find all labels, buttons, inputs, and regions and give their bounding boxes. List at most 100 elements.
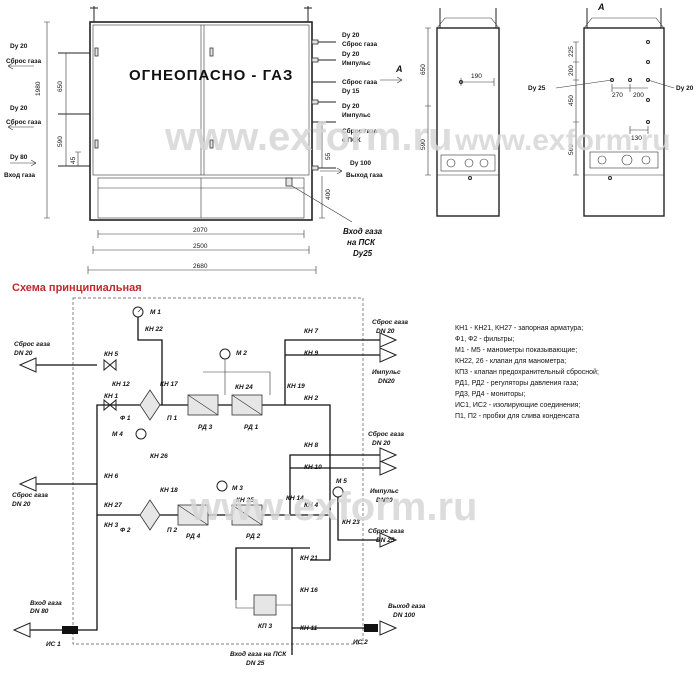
dim-650: 650 (57, 81, 64, 92)
dim-560: 560 (568, 144, 575, 155)
kn23-tag: КН 23 (342, 519, 360, 526)
dim-2680-line (87, 266, 317, 274)
kn18-tag: КН 18 (160, 487, 178, 494)
f2-tag: Ф 2 (120, 527, 131, 534)
is1-tag: ИС 1 (46, 641, 61, 648)
rd1-tag: РД 1 (244, 424, 259, 431)
dim-200v: 200 (568, 65, 575, 76)
outlet-arrow (320, 167, 343, 175)
vent-label: Сброс газа (12, 491, 48, 499)
valve-kn5 (103, 358, 117, 372)
p1-tag: П 1 (167, 415, 177, 422)
kn1-tag: КН 1 (104, 393, 118, 400)
dim-590: 590 (57, 136, 64, 147)
watermark: www.exform.ru (164, 115, 452, 159)
kn16-tag: КН 16 (300, 587, 318, 594)
back-roof (583, 17, 665, 29)
back-left-port-label: Dy 25 (528, 85, 546, 92)
watermark: www.exform.ru (454, 124, 671, 157)
kn4-tag: КН 4 (304, 502, 318, 509)
enclosure-boundary (72, 297, 364, 645)
outlet-dn: DN 100 (393, 612, 415, 619)
inlet-psk-label: Вход газа на ПСК (230, 650, 287, 658)
right-pipe-stubs (312, 41, 336, 169)
kn26-tag: КН 26 (150, 453, 168, 460)
left-label-bottom: Вход газа (4, 172, 35, 179)
inlet-dn: DN 80 (30, 608, 49, 615)
kn7-tag: КН 7 (304, 328, 318, 335)
rd2-tag: РД 2 (246, 533, 261, 540)
cabinet-warning-title: ОГНЕОПАСНО - ГАЗ (129, 67, 293, 84)
right-label-top: Dy 100 (350, 160, 371, 167)
cabinet-outline (89, 21, 313, 221)
imp-kn10-triangle (379, 460, 398, 476)
vent-kn23-label: Сброс газа (368, 527, 404, 535)
left-arrow-out (7, 62, 34, 70)
valve-kn1 (103, 398, 117, 412)
side-roof (436, 17, 500, 29)
kn12-tag: КН 12 (112, 381, 130, 388)
psk-label-line3: Dy25 (353, 249, 373, 258)
rd4-tag: РД 4 (186, 533, 201, 540)
schema-diagram: Вход газа DN 80 ИС 1 Сброс газа DN 20 Сб… (12, 297, 426, 667)
m4-tag: М 4 (112, 431, 123, 438)
port-7 (646, 120, 650, 124)
dim-2500: 2500 (193, 243, 208, 250)
kn9-tag: КН 9 (304, 350, 318, 357)
f1-tag: Ф 1 (120, 415, 131, 422)
legend-item: КН1 - КН21, КН27 - запорная арматура; (455, 325, 583, 332)
dim-55: 55 (325, 152, 332, 160)
left-label-top: Dy 80 (10, 154, 28, 161)
vent-label: Сброс газа (14, 340, 50, 348)
flange-stub (311, 39, 319, 45)
left-pipe-stubs (58, 52, 90, 167)
m2-tag: М 2 (236, 350, 247, 357)
kp3-tag: КП 3 (258, 623, 272, 630)
inlet-label: Вход газа (30, 599, 62, 607)
kn17-tag: КН 17 (160, 381, 178, 388)
dim-2070-line (97, 230, 305, 238)
psk-label-line1: Вход газа (343, 227, 383, 236)
kp3-connections (235, 600, 292, 609)
schema-title: Схема принципиальная (12, 282, 142, 294)
psk-label-line2: на ПСК (347, 238, 376, 247)
port-2 (646, 60, 650, 64)
dim-190: 190 (471, 73, 482, 80)
port-3 (646, 78, 650, 82)
kn21-tag: КН 21 (300, 555, 318, 562)
imp-kn10-dn: DN20 (376, 497, 393, 504)
inlet-triangle (12, 622, 31, 638)
legend-item: РД3, РД4 - мониторы; (455, 391, 525, 398)
manometer-m3 (216, 480, 228, 492)
door-handle-left (94, 47, 99, 57)
vent-kn7-dn: DN 20 (376, 328, 395, 335)
side-dim-590: 590 (420, 139, 427, 150)
outlet-label: Выход газа (388, 602, 426, 610)
side-drain (468, 176, 472, 180)
dim-560-line (573, 122, 579, 176)
front-view: ОГНЕОПАСНО - ГАЗ Dy 20 Сброс газа Dy 20 … (4, 6, 403, 274)
m5-tag: М 5 (336, 478, 347, 485)
vent-triangle (18, 476, 37, 492)
right-label-bottom: Dy 15 (342, 88, 360, 95)
back-right-port-label: Dy 20 (676, 85, 694, 92)
kn27-tag: КН 27 (104, 502, 122, 509)
left-label-bottom: Сброс газа (6, 118, 41, 126)
mid-right-vents (289, 454, 380, 515)
kn2-tag: КН 2 (304, 395, 318, 402)
rd3-tag: РД 3 (198, 424, 213, 431)
flange-stub (311, 165, 319, 171)
filter-f1 (139, 389, 161, 421)
left-arrow-out (7, 123, 34, 131)
p2-tag: П 2 (167, 527, 177, 534)
dim-400-line (319, 176, 325, 219)
m1-pipe (137, 317, 163, 405)
back-pipe-panel (589, 151, 659, 169)
back-drain (608, 176, 612, 180)
port-1 (646, 40, 650, 44)
dim-200h: 200 (633, 92, 644, 99)
kn25-tag: КН 25 (236, 497, 254, 504)
kn5-tag: КН 5 (104, 351, 118, 358)
dim-2500-line (92, 246, 310, 254)
